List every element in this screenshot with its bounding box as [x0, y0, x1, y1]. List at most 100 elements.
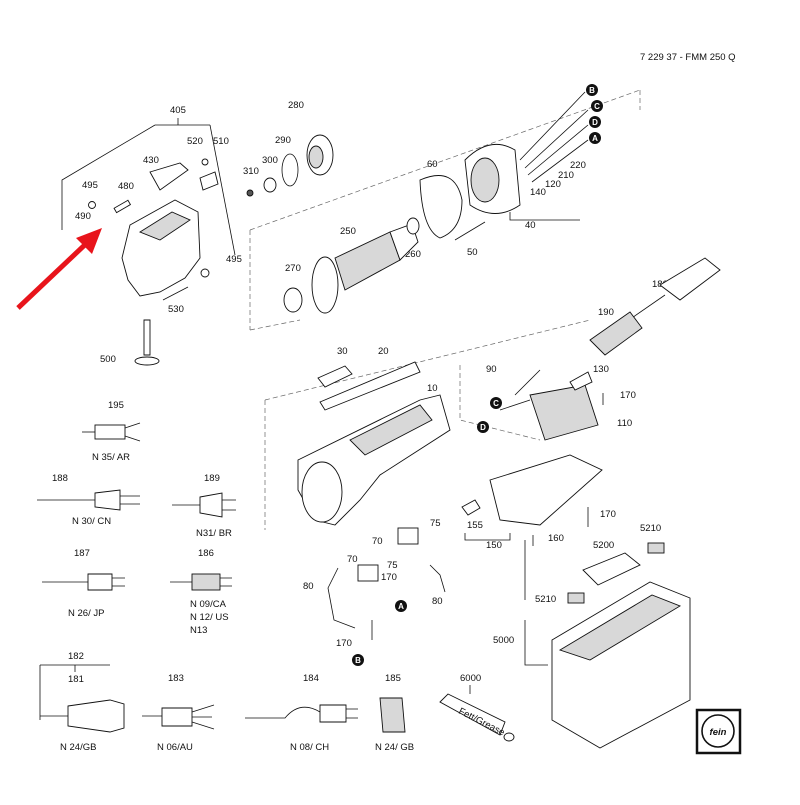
part-label-80-b: 80 [432, 596, 443, 607]
bracket-182 [39, 664, 110, 720]
part-label-530: 530 [168, 304, 184, 315]
part-label-50: 50 [467, 247, 478, 258]
field-coil-40-inner [470, 157, 500, 203]
part-label-510: 510 [213, 136, 229, 147]
plug-label-n08-ch: N 08/ CH [290, 742, 329, 753]
part-label-495-upper: 495 [82, 180, 98, 191]
badge-b-top-label: B [589, 86, 595, 95]
part-label-310: 310 [243, 166, 259, 177]
lever-430 [149, 162, 189, 191]
badge-c-mid [490, 397, 502, 409]
badge-b-top [586, 84, 598, 96]
part-label-80-a: 80 [303, 581, 314, 592]
badge-a-top [589, 132, 601, 144]
badge-c-mid-label: C [493, 399, 499, 408]
part-label-181: 181 [68, 674, 84, 685]
part-label-220: 220 [570, 160, 586, 171]
nut-310 [246, 189, 254, 197]
plug-label-n26-jp: N 26/ JP [68, 608, 104, 619]
plug-181-body [67, 699, 125, 733]
housing-front-opening [301, 461, 343, 523]
plug-183-pins [191, 704, 215, 730]
plug-180-body [659, 257, 721, 301]
part-label-190: 190 [598, 307, 614, 318]
clamp-bolt-500-head [134, 356, 160, 366]
armature-fan-250 [311, 256, 339, 314]
bracket-150 [464, 533, 511, 541]
part-label-180: 180 [652, 279, 668, 290]
motor-housing-group: 155 150 160 170 [297, 394, 616, 551]
part-label-183: 183 [168, 673, 184, 684]
part-label-150: 150 [486, 540, 502, 551]
part-label-188: 188 [52, 473, 68, 484]
housing-top-face [139, 211, 191, 241]
plug-187-body [87, 573, 113, 591]
part-label-120: 120 [545, 179, 561, 190]
badge-d-top-label: D [592, 118, 598, 127]
armature-core-250 [334, 231, 401, 291]
label-plate-155 [461, 499, 481, 516]
plug-183-body [161, 707, 193, 727]
plug-label-n13: N13 [190, 625, 207, 636]
button-30 [317, 365, 353, 388]
plug-188-body [94, 489, 121, 511]
part-label-187: 187 [74, 548, 90, 559]
strain-relief-190 [589, 311, 643, 356]
part-label-30: 30 [337, 346, 348, 357]
brush-holder-upper [397, 527, 419, 545]
cable-group: 180 190 [589, 257, 721, 356]
plugs-group: 195 N 35/ AR 188 N 30/ CN 189 N31/ BR 18… [37, 400, 414, 753]
grease-tube-group: 6000 Fett/Grease [439, 673, 515, 742]
plug-label-n30-cn: N 30/ CN [72, 516, 111, 527]
clamp-bolt-500-shaft [143, 319, 151, 356]
plug-184-body [319, 704, 347, 723]
handle-5200 [582, 552, 641, 586]
plug-187-pins [112, 577, 125, 587]
logo-text: fein [710, 727, 727, 738]
part-label-60: 60 [427, 159, 438, 170]
part-label-250: 250 [340, 226, 356, 237]
badge-d-top [589, 116, 601, 128]
model-header: 7 229 37 - FMM 250 Q [640, 52, 736, 63]
plug-188-pins [120, 495, 140, 505]
badge-a-mid [395, 600, 407, 612]
plug-label-n31-br: N31/ BR [196, 528, 232, 539]
fan-cover-280-inner [308, 145, 324, 169]
part-label-20: 20 [378, 346, 389, 357]
plug-label-n09-ca: N 09/CA [190, 599, 227, 610]
motor-group: 280 290 300 310 250 270 260 60 50 220 21… [243, 91, 589, 314]
screw-50 [454, 221, 486, 241]
part-label-90: 90 [486, 364, 497, 375]
part-label-160: 160 [548, 533, 564, 544]
bearing-270 [283, 287, 303, 313]
part-label-500: 500 [100, 354, 116, 365]
badge-b-mid-label: B [355, 656, 361, 665]
lead-badges: B C D A [586, 84, 603, 144]
plug-label-n24-gb-b: N 24/ GB [375, 742, 414, 753]
plug-195-body [94, 424, 126, 440]
plug-label-n06-au: N 06/AU [157, 742, 193, 753]
part-label-10: 10 [427, 383, 438, 394]
brush-group: 75 70 75 70 170 80 80 170 A B [303, 518, 446, 666]
pin-480 [113, 199, 132, 214]
part-label-430: 430 [143, 155, 159, 166]
screw-530 [162, 286, 189, 301]
washer-495-upper [88, 201, 96, 209]
part-label-260: 260 [405, 249, 421, 260]
plug-189-body [199, 492, 223, 518]
plug-189-pins [222, 499, 236, 511]
plug-195-pins [124, 422, 141, 442]
part-label-155: 155 [467, 520, 483, 531]
case-lid-ribs [558, 594, 682, 661]
badge-c-top [591, 100, 603, 112]
latch-5210-b [567, 592, 585, 604]
gear-head-housing [121, 199, 201, 297]
badge-a-top-label: A [592, 134, 598, 143]
part-label-170-a: 170 [620, 390, 636, 401]
part-label-210: 210 [558, 170, 574, 181]
part-label-182: 182 [68, 651, 84, 662]
bracket-405 [61, 118, 236, 256]
part-label-300: 300 [262, 155, 278, 166]
part-label-405: 405 [170, 105, 186, 116]
